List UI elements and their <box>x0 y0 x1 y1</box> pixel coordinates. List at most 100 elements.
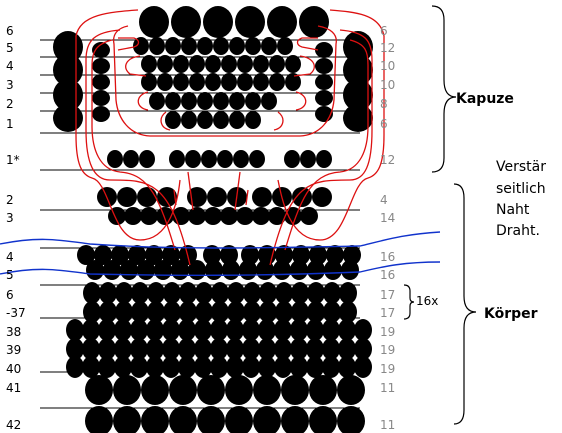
bead <box>275 245 293 265</box>
bead <box>146 338 164 360</box>
bead <box>229 37 245 55</box>
bead <box>252 187 272 207</box>
bead <box>124 207 142 225</box>
row-label: 5 <box>6 268 14 282</box>
bead <box>253 406 281 433</box>
bead <box>123 150 139 168</box>
bead <box>140 207 158 225</box>
bead <box>137 187 157 207</box>
bead <box>253 375 281 405</box>
row-label: 6 <box>6 24 14 38</box>
bead <box>201 150 217 168</box>
bead-count: 11 <box>380 381 395 395</box>
bead <box>130 319 148 341</box>
bead <box>252 207 270 225</box>
bead <box>146 319 164 341</box>
bead <box>213 92 229 110</box>
bead <box>169 150 185 168</box>
bead <box>258 356 276 378</box>
bead <box>307 282 325 304</box>
bead <box>114 338 132 360</box>
bead <box>98 356 116 378</box>
bead <box>343 104 373 132</box>
row-label: 41 <box>6 381 21 395</box>
bead-count: 11 <box>380 418 395 432</box>
bead <box>233 150 249 168</box>
bead <box>188 260 206 280</box>
bead <box>316 150 332 168</box>
bead <box>205 260 223 280</box>
bead <box>275 282 293 304</box>
bead <box>77 245 95 265</box>
bead <box>165 37 181 55</box>
bead <box>245 111 261 129</box>
bead <box>277 37 293 55</box>
body-beads <box>66 187 372 433</box>
bead <box>115 282 133 304</box>
bead <box>291 301 309 323</box>
bead <box>237 55 253 73</box>
note-line: seitlich <box>496 181 546 197</box>
note-line: Naht <box>496 202 530 218</box>
bead <box>213 111 229 129</box>
bead <box>169 375 197 405</box>
bead-count: 10 <box>380 78 395 92</box>
bead <box>130 338 148 360</box>
bead <box>92 106 110 122</box>
bead <box>343 79 373 111</box>
bead <box>111 245 129 265</box>
hood-brace <box>431 5 457 173</box>
bead <box>114 319 132 341</box>
bead <box>98 338 116 360</box>
bead <box>141 55 157 73</box>
bead <box>306 319 324 341</box>
row-label: 40 <box>6 362 21 376</box>
bead <box>275 301 293 323</box>
bead <box>307 301 325 323</box>
bead <box>205 73 221 91</box>
bead <box>66 319 84 341</box>
bead <box>204 207 222 225</box>
bead-count: 8 <box>380 97 388 111</box>
bead <box>225 406 253 433</box>
body-brace <box>453 183 477 425</box>
bead <box>141 375 169 405</box>
bead <box>83 301 101 323</box>
row-label: 4 <box>6 59 14 73</box>
bead <box>145 245 163 265</box>
bead <box>197 37 213 55</box>
bead <box>237 73 253 91</box>
bead <box>259 282 277 304</box>
bead <box>179 301 197 323</box>
bead <box>281 406 309 433</box>
bead <box>137 260 155 280</box>
bead <box>66 338 84 360</box>
bead <box>147 301 165 323</box>
bead <box>107 150 123 168</box>
bead <box>221 55 237 73</box>
bead <box>229 92 245 110</box>
bead <box>211 282 229 304</box>
bead <box>139 6 169 38</box>
bead <box>154 260 172 280</box>
bead <box>99 282 117 304</box>
bead <box>290 356 308 378</box>
bead <box>258 338 276 360</box>
bead <box>66 356 84 378</box>
note-line: Verstär <box>496 159 546 175</box>
hood-thread-paths <box>75 9 385 266</box>
bead <box>108 207 126 225</box>
bead <box>338 338 356 360</box>
bead <box>323 301 341 323</box>
bead <box>242 338 260 360</box>
bead <box>267 6 297 38</box>
bead <box>309 245 327 265</box>
bead <box>281 375 309 405</box>
bead <box>181 111 197 129</box>
bead <box>103 260 121 280</box>
bead <box>197 92 213 110</box>
bead <box>120 260 138 280</box>
bead <box>189 55 205 73</box>
repeat-brace <box>403 284 415 320</box>
bead <box>354 338 372 360</box>
